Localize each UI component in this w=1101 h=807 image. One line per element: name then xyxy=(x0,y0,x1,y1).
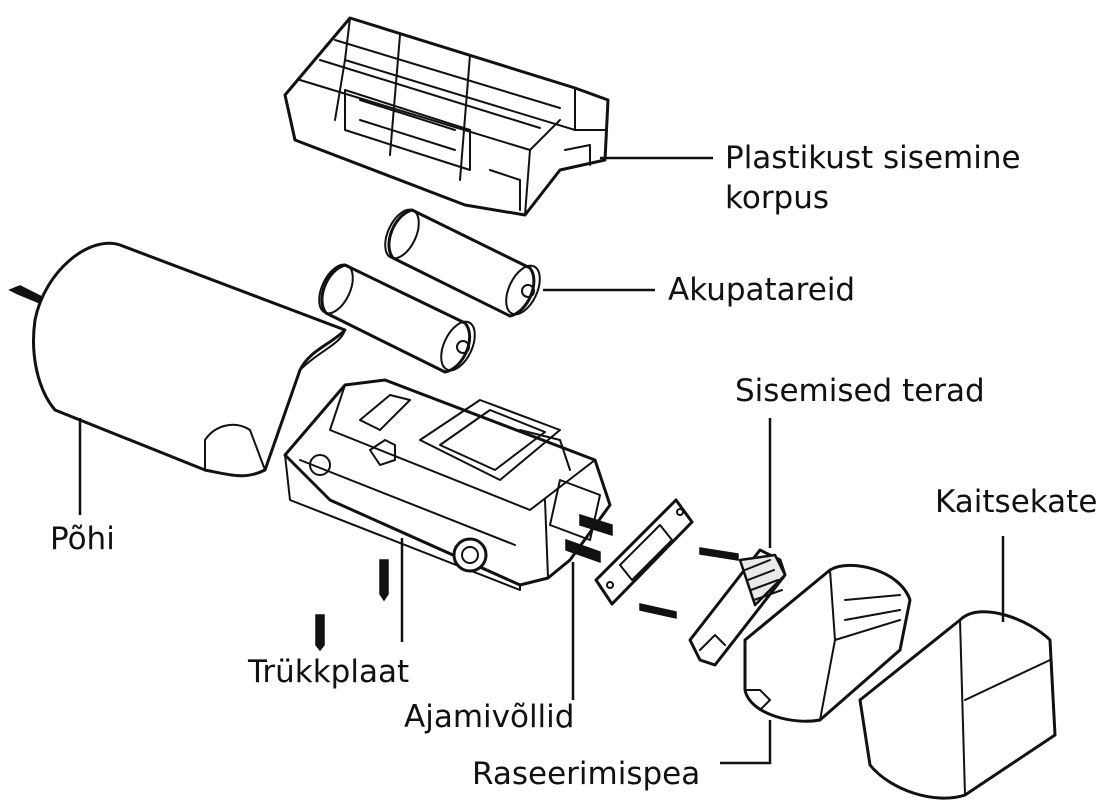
screw-bottom-1 xyxy=(379,559,389,602)
screw-left xyxy=(8,285,43,304)
label-protective-cover: Kaitsekate xyxy=(935,484,1097,520)
base-shell-part xyxy=(32,241,347,478)
drive-shaft-lower xyxy=(565,538,601,564)
label-inner-case-line1: Plastikust sisemine xyxy=(725,140,1021,176)
screw-bottom-2 xyxy=(315,614,325,652)
inner-case-part xyxy=(283,16,610,217)
screw-gasket-1 xyxy=(699,547,739,561)
battery-lower xyxy=(318,263,476,374)
leader-shaving-head xyxy=(720,720,772,765)
label-inner-blades: Sisemised terad xyxy=(735,373,985,409)
label-batteries: Akupatareid xyxy=(668,272,855,308)
screw-gasket-2 xyxy=(639,603,677,619)
label-drive-shafts: Ajamivõllid xyxy=(404,699,574,735)
drive-shaft-upper xyxy=(579,513,613,537)
protective-cover-part xyxy=(858,610,1057,800)
label-circuit-board: Trükkplaat xyxy=(247,654,409,690)
gasket-plate-part xyxy=(594,498,694,606)
label-shaving-head: Raseerimispea xyxy=(472,756,700,792)
battery-upper xyxy=(384,208,541,318)
shaving-head-part xyxy=(743,563,912,723)
label-base: Põhi xyxy=(50,521,115,557)
label-inner-case-line2: korpus xyxy=(725,180,829,216)
main-body-part xyxy=(283,378,612,591)
inner-blades-part xyxy=(688,548,787,667)
